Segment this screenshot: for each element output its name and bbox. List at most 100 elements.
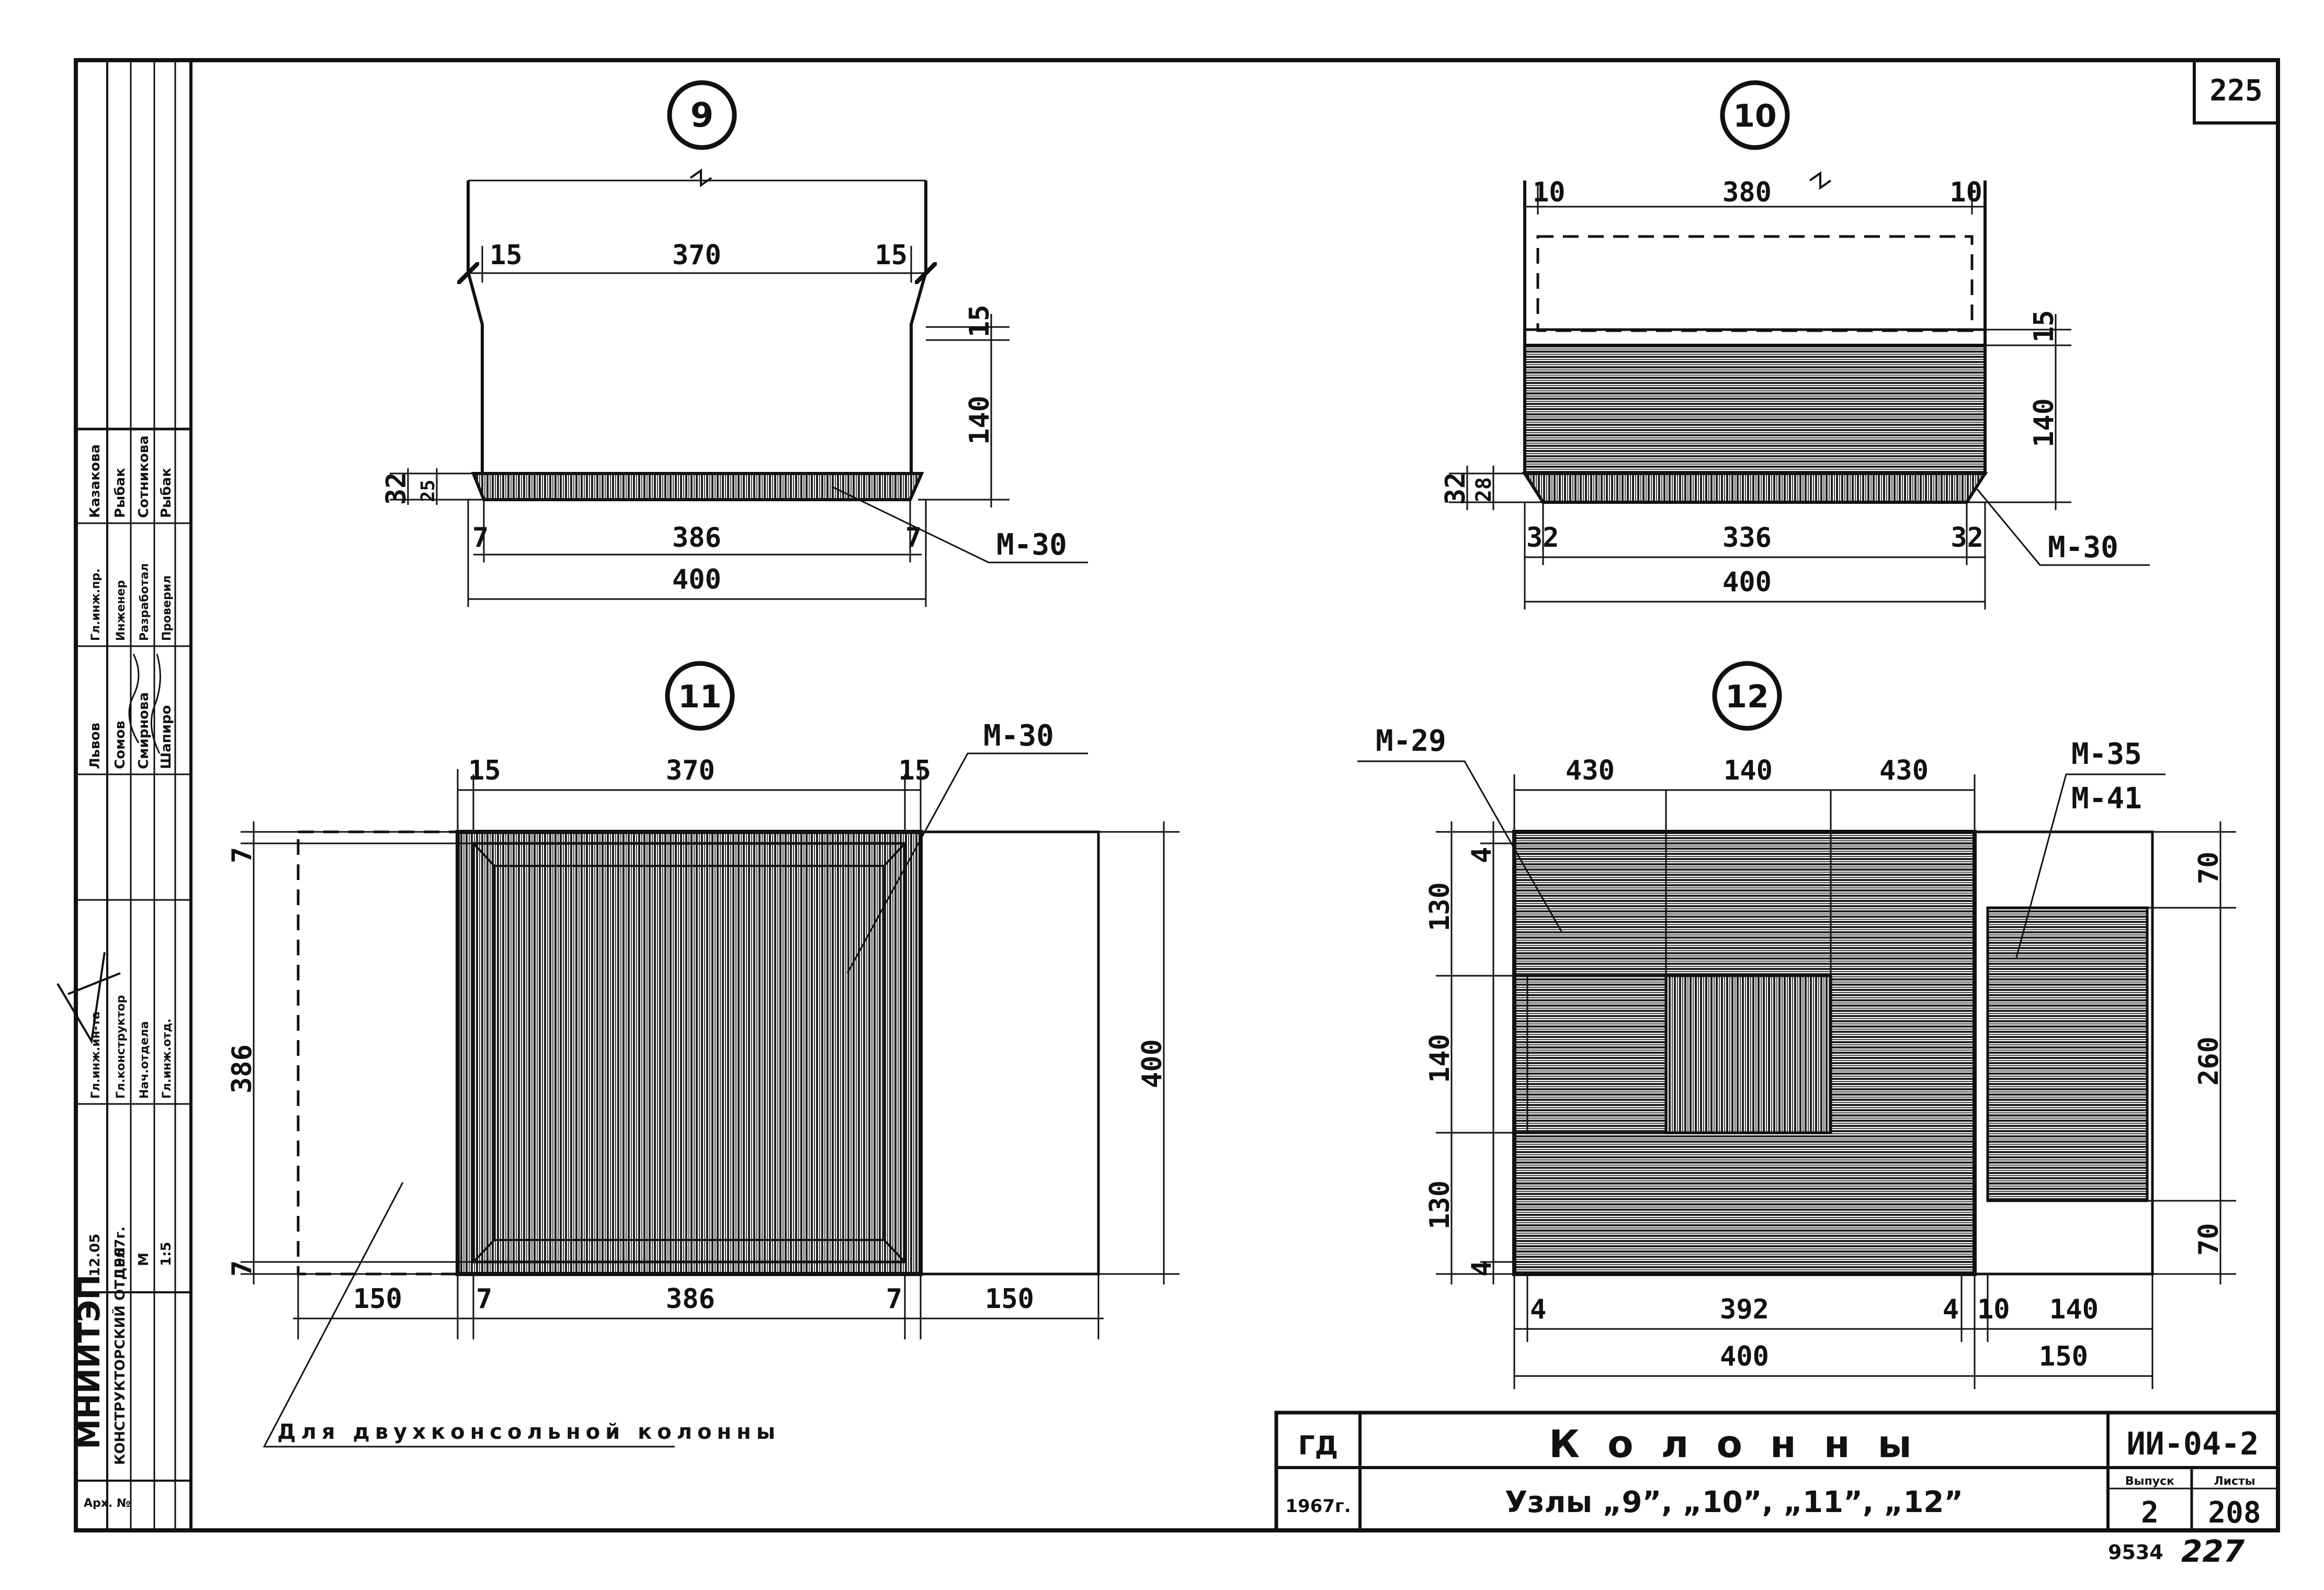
node-12-mark-right-b: М-41: [2071, 782, 2142, 816]
dim-text: 32: [1951, 522, 1983, 554]
dim-text: 7: [226, 847, 258, 863]
stamp-name: Львов: [87, 723, 103, 769]
stamp-name: Сотникова: [136, 435, 152, 518]
dim-text: 140: [964, 396, 995, 445]
node-12-side-plate: [1986, 906, 2149, 1202]
node-11-label: 11: [678, 679, 722, 715]
series-code: ИИ-04-2: [2127, 1426, 2259, 1462]
stamp-org: МНИИТЭП: [71, 1275, 107, 1449]
stamp-role: Нач.отдела: [138, 1021, 151, 1099]
node-9-label: 9: [690, 96, 714, 135]
dim-text: 7: [472, 522, 489, 554]
issue-label: Выпуск: [2125, 1475, 2174, 1488]
stamp-name: Смирнова: [136, 692, 152, 769]
title-main: К о л о н н ы: [1549, 1422, 1919, 1466]
dim-text: 380: [1722, 177, 1772, 208]
left-stamp: МНИИТЭП КОНСТРУКТОРСКИЙ ОТДЕЛ Арх. № 12.…: [56, 60, 191, 1530]
dim-text: 430: [1879, 755, 1929, 786]
title-year: 1967г.: [1285, 1496, 1351, 1517]
stamp-role: Гл.инж.отд.: [161, 1019, 174, 1099]
dim-text: 130: [1424, 882, 1456, 931]
sheet-number: 208: [2208, 1496, 2261, 1530]
dim-text: 15: [468, 755, 501, 786]
stamp-role: Гл.инж.пр.: [89, 568, 103, 641]
node-9: 9 15 370 15 15 140 32 25: [381, 80, 1088, 607]
dim-text: 4: [1530, 1294, 1546, 1325]
dim-text: 4: [1943, 1294, 1959, 1325]
dim-text: 140: [2049, 1294, 2099, 1325]
node-9-plate: [471, 472, 924, 501]
dim-text: 28: [1472, 477, 1496, 502]
dim-text: 386: [226, 1044, 258, 1093]
signature-mark: [56, 952, 121, 1044]
node-11-note: Для двухконсольной колонны: [277, 1420, 780, 1444]
stamp-name: Сомов: [112, 720, 128, 769]
signature-mark: [128, 653, 161, 754]
dim-text: 15: [964, 305, 995, 337]
stamp-name: Рыбак: [158, 468, 174, 518]
handwritten-number: 227: [2181, 1533, 2245, 1569]
stamp-role: Разработал: [138, 563, 151, 641]
dim-text: 4: [1466, 847, 1498, 863]
dim-text: 7: [886, 1283, 902, 1315]
dim-text: 400: [1137, 1039, 1168, 1088]
node-11: 11 15 370 15 7 386 7 400: [226, 661, 1180, 1448]
node-12: 12 430 140 430 4 130 140 130 4: [1357, 661, 2236, 1389]
dim-text: 25: [417, 480, 439, 502]
dim-text: 430: [1566, 755, 1615, 786]
dim-text: 32: [1526, 522, 1559, 554]
dim-text: 140: [1424, 1034, 1456, 1083]
dim-text: 386: [666, 1283, 715, 1315]
title-sub: Узлы „9”, „10”, „11”, „12”: [1505, 1485, 1963, 1519]
dim-text: 392: [1720, 1294, 1769, 1325]
dim-text: 7: [476, 1283, 492, 1315]
node-9-mark: М-30: [996, 528, 1067, 562]
dim-text: 15: [2028, 310, 2060, 343]
dim-text: 10: [1949, 177, 1982, 208]
dim-text: 150: [2039, 1341, 2088, 1372]
page-number: 225: [2209, 74, 2262, 108]
dim-text: 15: [875, 240, 908, 271]
stamp-role: Гл.инж.ин-та: [89, 1011, 103, 1099]
node-12-circle: [1712, 661, 1782, 731]
dim-text: 130: [1424, 1180, 1456, 1230]
dim-text: 386: [672, 522, 721, 554]
dim-text: 10: [1533, 177, 1566, 208]
stamp-scale-m: М: [136, 1253, 152, 1266]
node-9-circle: [667, 80, 737, 150]
dim-text: 370: [672, 240, 721, 271]
node-12-mark-right-a: М-35: [2071, 737, 2142, 771]
node-10-label: 10: [1733, 98, 1777, 134]
dim-text: 70: [2193, 851, 2225, 884]
node-10: 10 10 380 10 15 140 32 28: [1440, 80, 2150, 610]
dim-text: 7: [226, 1260, 258, 1277]
title-code: ГД: [1298, 1430, 1338, 1461]
stamp-scale: 1:5: [158, 1242, 174, 1266]
dim-text: 260: [2193, 1036, 2225, 1086]
dim-text: 32: [381, 472, 412, 505]
node-10-circle: [1720, 80, 1790, 150]
issue-number: 2: [2141, 1496, 2159, 1530]
dim-text: 4: [1466, 1260, 1498, 1277]
dim-text: 150: [985, 1283, 1034, 1315]
dim-text: 370: [666, 755, 715, 786]
page-number-box: 225: [2193, 59, 2280, 125]
dim-text: 15: [490, 240, 523, 271]
stamp-date: 12.05: [87, 1234, 103, 1277]
stamp-year: 1967г.: [112, 1226, 128, 1277]
node-11-plate: [456, 830, 923, 1276]
stamp-role: Проверил: [161, 576, 174, 641]
node-12-mark-left: М-29: [1376, 724, 1446, 758]
dim-text: 336: [1722, 522, 1772, 554]
stamp-role: Инженер: [115, 580, 128, 641]
dim-text: 140: [2028, 398, 2060, 447]
stamp-arch: Арх. №: [84, 1497, 130, 1510]
dim-text: 7: [905, 522, 922, 554]
dim-text: 400: [1720, 1341, 1769, 1372]
dim-text: 70: [2193, 1223, 2225, 1256]
node-11-circle: [665, 661, 735, 731]
title-block: ГД 1967г. К о л о н н ы Узлы „9”, „10”, …: [1274, 1411, 2280, 1569]
stamp-role: Гл.конструктор: [115, 995, 128, 1099]
